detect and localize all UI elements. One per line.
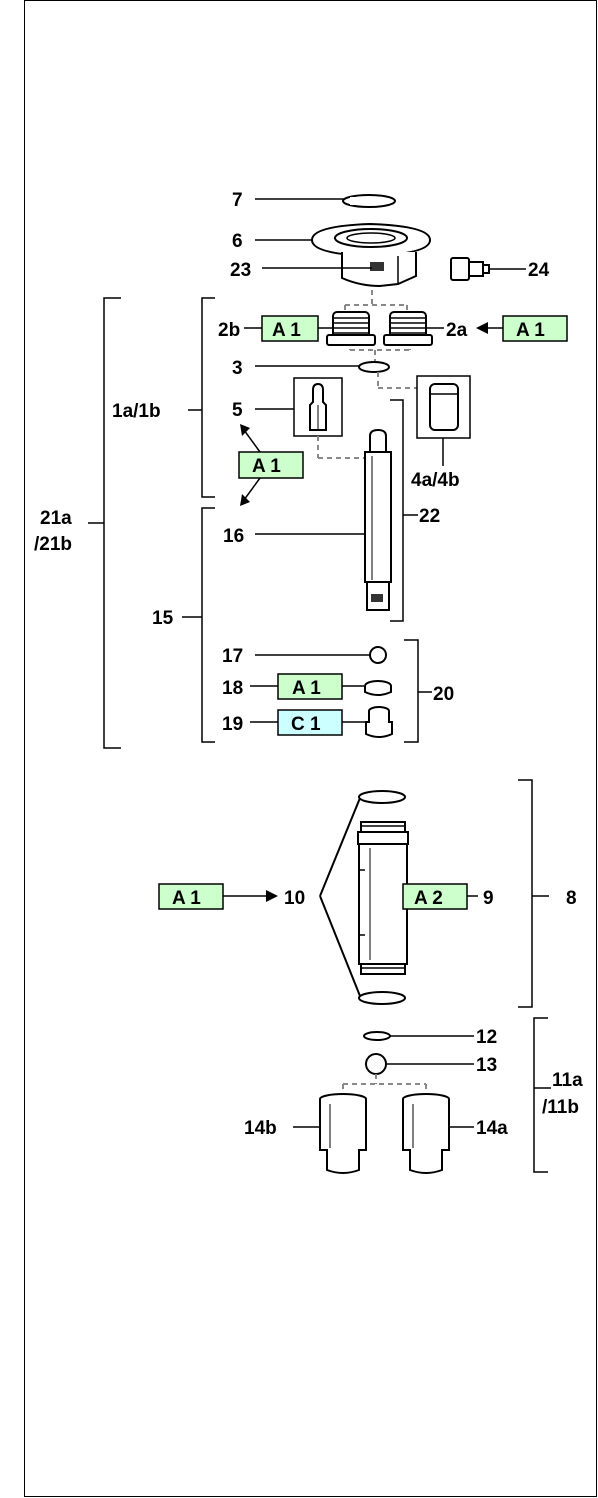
label-9: 9 [483,888,494,909]
retaining-ring-icon [363,1031,391,1041]
ball-icon [365,1053,387,1075]
svg-text:C 1: C 1 [291,714,321,735]
label-14b: 14b [244,1118,277,1139]
pin-icon [309,382,327,431]
label-4a4b: 4a/4b [411,470,460,491]
label-21b: /21b [34,534,72,555]
tag-2b: A 1 [261,315,319,342]
label-10: 10 [284,888,305,909]
check-valve-icon [383,311,433,346]
retaining-ring-icon [342,194,396,208]
valve-seat-icon [365,706,393,738]
frame-border [24,0,597,1497]
svg-text:A 1: A 1 [516,320,545,341]
label-12: 12 [476,1027,497,1048]
label-2a: 2a [446,320,468,341]
fitting-icon [450,257,490,281]
svg-text:A 2: A 2 [414,888,443,909]
label-16: 16 [223,526,244,547]
svg-text:A 1: A 1 [272,320,301,341]
label-15: 15 [152,608,174,629]
label-17: 17 [222,646,243,667]
tag-2a: A 1 [502,315,568,342]
svg-text:A 1: A 1 [172,888,201,909]
tag-5-16: A 1 [238,451,304,479]
label-24: 24 [528,260,550,281]
label-11b: /11b [542,1097,579,1118]
label-7: 7 [232,190,243,211]
cylinder-icon [357,821,409,975]
plug-icon [429,383,459,431]
check-valve-icon [326,311,376,346]
cup-icon [402,1093,450,1174]
label-14a: 14a [476,1118,508,1139]
label-11a: 11a [552,1070,583,1091]
label-5: 5 [232,400,243,421]
label-2b: 2b [218,320,240,341]
cup-icon [319,1093,367,1174]
o-ring-icon [358,361,390,373]
label-23: 23 [230,260,251,281]
label-3: 3 [232,358,243,379]
label-8: 8 [566,888,577,909]
label-19: 19 [222,714,243,735]
tag-19: C 1 [277,709,343,736]
ball-icon [369,646,387,664]
tag-9: A 2 [402,883,468,910]
pump-head-flange-icon [310,222,432,288]
o-ring-icon [358,790,406,804]
label-1a1b: 1a/1b [112,401,161,422]
o-ring-icon [358,991,406,1005]
tag-18: A 1 [277,673,343,700]
svg-text:A 1: A 1 [252,456,281,477]
seal-icon [364,680,392,696]
label-6: 6 [232,231,243,252]
svg-text:A 1: A 1 [292,678,321,699]
label-20: 20 [433,684,454,705]
piston-rod-icon [364,428,392,611]
label-18: 18 [222,678,243,699]
tag-10: A 1 [158,883,224,910]
label-22: 22 [419,506,440,527]
label-13: 13 [476,1055,497,1076]
label-21a: 21a [40,508,72,529]
